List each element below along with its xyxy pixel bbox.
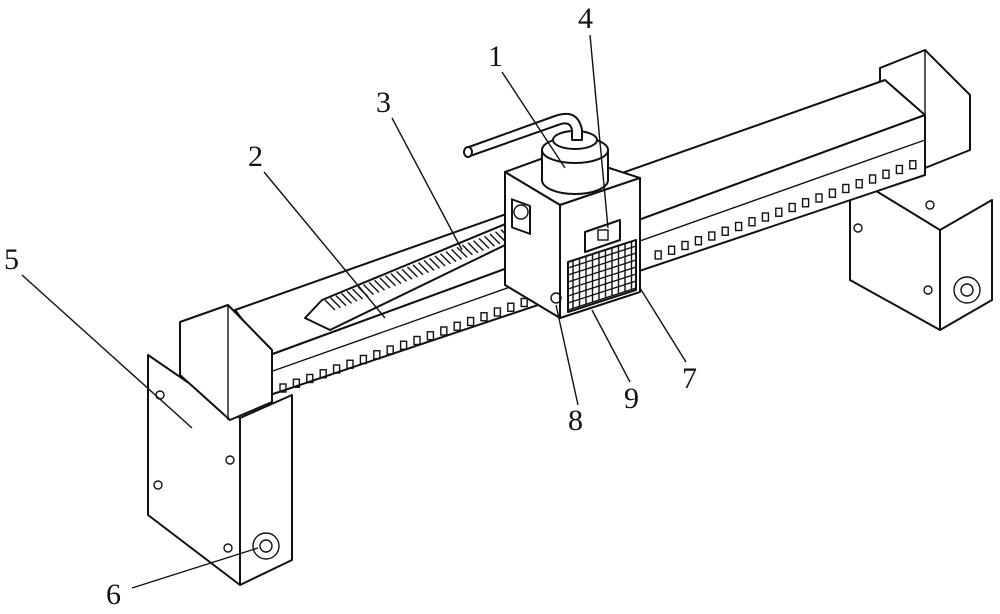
rack-tooth [493,307,502,317]
belt-rib [396,270,407,282]
motor [463,112,609,195]
belt-rib [352,288,363,300]
rack-tooth [440,326,448,336]
rack-tooth [734,221,743,232]
rack-tooth [346,359,354,369]
rack-tooth [480,312,488,322]
rack-tooth [694,236,703,246]
rack-tooth [855,179,863,189]
rack-tooth [359,354,368,365]
rack-tooth [681,240,689,251]
grille-line [567,287,637,311]
belt-rib [434,255,446,267]
rack-tooth [399,340,408,350]
belt-rib [495,231,506,243]
belt-rib [478,237,490,249]
belt-rib [467,242,479,254]
belt-rib [489,233,501,245]
rack-tooth [332,364,341,374]
rack-tooth [868,174,877,184]
belt-rib [335,295,347,307]
belt-rib [473,240,484,252]
belt-rib [423,259,435,271]
belt-rib [484,235,495,247]
label-4: 4 [578,2,593,35]
rack-tooth [801,198,810,208]
rack-tooth [828,188,837,198]
label-2: 2 [248,140,263,173]
belt-rib [412,264,424,276]
belt-rib [346,290,358,302]
belt-rib [429,257,440,269]
rack-tooth [909,160,917,170]
belt-rib [374,279,385,291]
rack-tooth [466,316,475,327]
rack-tooth [520,297,528,308]
label-5: 5 [4,243,19,276]
belt-rib [363,284,374,296]
belt-rib [407,266,418,278]
label-7: 7 [682,362,697,395]
label-9: 9 [624,382,639,415]
rack-tooth [748,217,756,227]
rack-tooth [788,202,796,213]
rack-tooth [882,169,890,179]
rack-tooth [373,350,381,360]
right-bearing-icon [953,276,981,304]
belt-rib [324,299,336,311]
left-support [147,304,293,586]
rack-tooth [721,226,729,236]
rack-tooth [306,373,314,384]
leader-lines [21,34,687,589]
rack-tooth [426,331,435,341]
rack-tooth [775,207,783,217]
rack-tooth [761,212,770,222]
label-6: 6 [106,578,121,611]
belt-rib [341,292,352,304]
belt-rib [451,248,462,260]
label-3: 3 [376,86,391,119]
rack-tooth [895,164,904,175]
control-panel [584,219,621,253]
rack-tooth [279,383,287,393]
rack-tooth [667,245,676,255]
label-1: 1 [488,40,503,73]
belt-rib [462,244,473,256]
belt-rib [385,275,396,287]
rack-tooth [842,183,850,194]
belt-rib [368,281,380,293]
belt-rib [401,268,413,280]
rack-tooth [708,231,716,241]
left-bearing-icon [252,532,280,560]
rack-tooth [386,345,394,355]
rack-tooth [319,369,327,379]
rack-tooth [453,321,461,331]
label-8: 8 [568,404,583,437]
rack-tooth [507,302,515,312]
belt-rib [440,253,451,265]
rack-tooth [654,250,662,260]
belt-rib [390,273,402,285]
rack-tooth [815,193,823,203]
carriage [504,151,641,319]
belt-rib [445,251,457,263]
belt-rib [330,297,341,309]
belt-rib [379,277,391,289]
rack-tooth [413,335,421,346]
belt-rib [418,262,429,274]
belt-rib [456,246,468,258]
rack-tooth [292,378,301,388]
